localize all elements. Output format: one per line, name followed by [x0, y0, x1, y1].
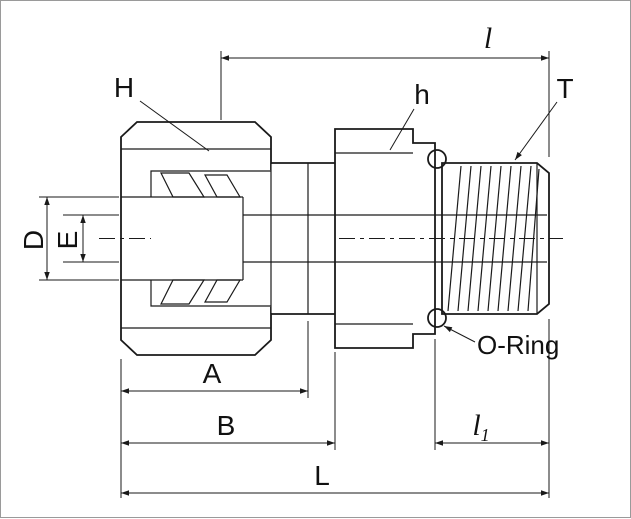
- leader-h: [389, 108, 415, 151]
- label-L: L: [314, 460, 330, 491]
- label-l: l: [484, 22, 492, 55]
- part-layer: [120, 121, 550, 356]
- o-ring-top: [427, 149, 447, 169]
- leader-o-ring: [443, 325, 476, 343]
- label-H: H: [114, 72, 134, 103]
- label-A: A: [203, 358, 222, 389]
- nut-body: [120, 121, 272, 356]
- thread-hatching: [447, 165, 540, 312]
- nut-cavity-outline: [150, 170, 271, 307]
- o-ring-bottom: [427, 308, 447, 328]
- label-B: B: [217, 410, 236, 441]
- label-l1-base: l: [472, 409, 480, 442]
- label-h: h: [414, 79, 430, 110]
- hex-body: [334, 128, 436, 349]
- label-o-ring: O-Ring: [477, 330, 559, 360]
- leader-H: [139, 100, 210, 152]
- label-layer: H h T l D E A B L l1 O-Ring: [18, 22, 574, 491]
- dimension-layer: [39, 51, 558, 498]
- label-D: D: [18, 230, 49, 250]
- label-T: T: [556, 73, 573, 104]
- leader-T: [514, 101, 558, 161]
- label-l1: l1: [472, 409, 489, 445]
- nut-cavity: [151, 170, 271, 307]
- neck-fill: [271, 164, 335, 313]
- label-l1-subscript: 1: [481, 425, 490, 445]
- label-E: E: [52, 231, 83, 250]
